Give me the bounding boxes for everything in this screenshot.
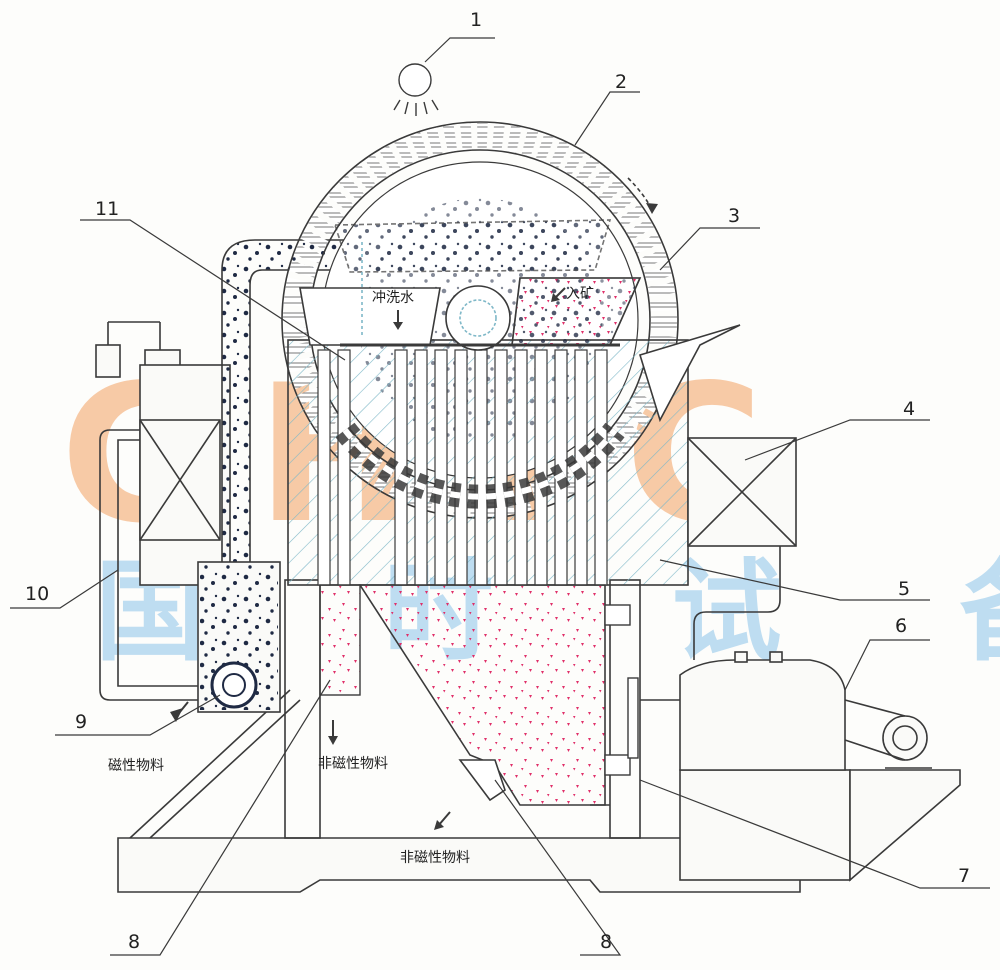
right-coil bbox=[638, 324, 797, 660]
nonmagnetic-base-label: 非磁性物料 bbox=[400, 850, 470, 866]
base-frame bbox=[117, 579, 801, 893]
callout-5: 5 bbox=[898, 578, 910, 600]
rotation-arrow-icon bbox=[627, 177, 658, 214]
callout-8-right: 8 bbox=[600, 931, 612, 953]
magnetic-pole bbox=[287, 339, 689, 586]
magnetic-chute bbox=[197, 239, 366, 713]
callout-8-left: 8 bbox=[128, 931, 140, 953]
pulse-mechanism bbox=[679, 651, 961, 882]
feed-label: 入矿 bbox=[566, 286, 594, 302]
callout-4: 4 bbox=[903, 398, 915, 420]
callout-3: 3 bbox=[728, 205, 740, 227]
magnetic-output-label: 磁性物料 bbox=[108, 758, 164, 774]
flush-lamp-icon bbox=[393, 63, 439, 116]
flush-water-label: 冲洗水 bbox=[372, 290, 414, 306]
callout-1: 1 bbox=[470, 9, 482, 31]
callout-9: 9 bbox=[75, 711, 87, 733]
callout-6: 6 bbox=[895, 615, 907, 637]
flow-arrows bbox=[170, 287, 566, 830]
callout-2: 2 bbox=[615, 71, 627, 93]
leader-lines bbox=[10, 37, 990, 956]
feed-hopper bbox=[299, 219, 642, 351]
callout-7: 7 bbox=[958, 865, 970, 887]
left-tank bbox=[95, 321, 231, 701]
nonmagnetic-output-label: 非磁性物料 bbox=[318, 756, 388, 772]
callout-10: 10 bbox=[25, 583, 49, 605]
callout-11: 11 bbox=[95, 198, 119, 220]
tailings-tank bbox=[319, 584, 639, 806]
